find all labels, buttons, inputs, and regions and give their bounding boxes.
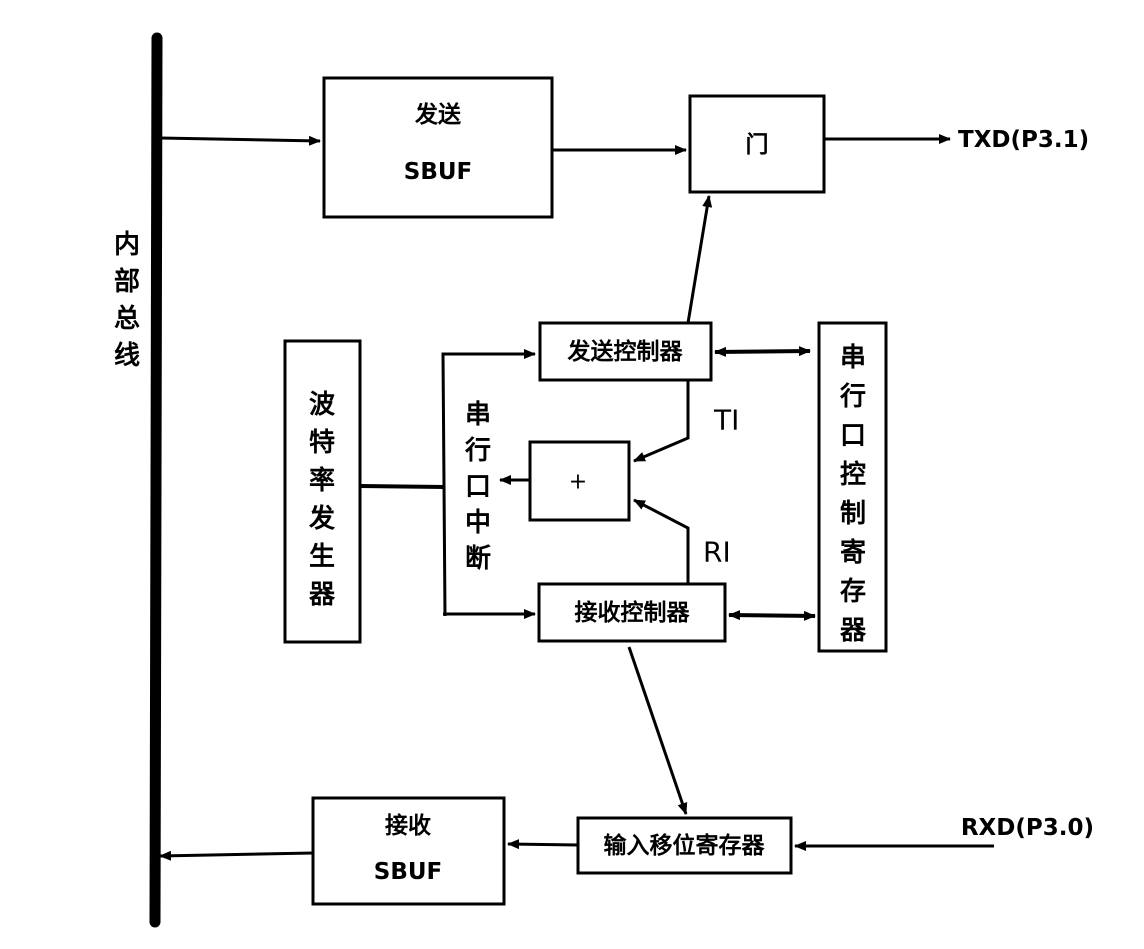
transmit-sbuf-block: 发送 SBUF bbox=[322, 76, 554, 219]
receive-sbuf-block: 接收 SBUF bbox=[311, 796, 506, 906]
transmit-sbuf-line1: 发送 bbox=[414, 101, 461, 128]
svg-text:器: 器 bbox=[308, 580, 336, 610]
svg-text:特: 特 bbox=[309, 427, 335, 458]
receive-sbuf-line1: 接收 bbox=[385, 812, 431, 839]
receive-sbuf-to-bus-arrow bbox=[159, 850, 314, 861]
ti-signal-arrow bbox=[633, 380, 690, 463]
svg-text:口: 口 bbox=[840, 421, 866, 451]
svg-text:制: 制 bbox=[840, 499, 866, 529]
input-shift-register-label: 输入移位寄存器 bbox=[604, 832, 766, 859]
svg-text:生: 生 bbox=[309, 542, 335, 572]
shift-register-to-receive-sbuf-arrow bbox=[507, 839, 579, 850]
baud-rate-generator-block: 波 特 率 发 生 器 bbox=[283, 339, 362, 644]
receive-controller-to-shift-register-arrow bbox=[627, 646, 688, 815]
transmit-sbuf-line2: SBUF bbox=[404, 159, 472, 185]
svg-text:器: 器 bbox=[839, 616, 867, 646]
txd-pin-label: TXD(P3.1) bbox=[958, 127, 1089, 153]
serial-interrupt-label: 串 行 口 中 断 bbox=[464, 400, 491, 574]
receive-controller-label: 接收控制器 bbox=[575, 599, 691, 626]
internal-bus-label: 内 部 总 线 bbox=[114, 230, 140, 371]
transmit-controller-block: 发送控制器 bbox=[538, 321, 713, 382]
input-shift-register-block: 输入移位寄存器 bbox=[576, 816, 793, 875]
receive-controller-scon-bidirectional-arrow bbox=[728, 610, 816, 621]
svg-text:内: 内 bbox=[114, 230, 140, 260]
gate-block: 门 bbox=[688, 94, 826, 194]
transmit-controller-label: 发送控制器 bbox=[567, 338, 684, 365]
bus-to-transmit-sbuf-arrow bbox=[159, 135, 321, 146]
receive-controller-block: 接收控制器 bbox=[537, 582, 727, 643]
svg-text:串: 串 bbox=[465, 400, 491, 430]
svg-text:部: 部 bbox=[114, 267, 140, 297]
baud-rate-generator-label: 波 特 率 发 生 器 bbox=[308, 390, 336, 610]
rxd-pin-label: RXD(P3.0) bbox=[961, 815, 1094, 841]
or-gate-block: + bbox=[528, 440, 631, 522]
svg-text:断: 断 bbox=[465, 543, 491, 574]
internal-bus bbox=[149, 32, 163, 928]
svg-text:总: 总 bbox=[114, 304, 140, 334]
transmit-controller-scon-bidirectional-arrow bbox=[714, 346, 811, 357]
svg-text:寄: 寄 bbox=[840, 537, 866, 568]
baud-to-transmit-controller-arrow bbox=[441, 349, 536, 617]
ri-label: RI bbox=[703, 536, 731, 569]
svg-text:控: 控 bbox=[840, 460, 866, 490]
baud-output-line bbox=[359, 484, 446, 489]
serial-control-register-block: 串 行 口 控 制 寄 存 器 bbox=[817, 321, 888, 653]
gate-label: 门 bbox=[746, 131, 769, 158]
or-gate-label: + bbox=[569, 470, 587, 495]
ti-label: TI bbox=[713, 404, 739, 437]
svg-text:线: 线 bbox=[114, 341, 140, 371]
transmit-controller-to-gate-arrow bbox=[686, 195, 713, 324]
svg-text:口: 口 bbox=[465, 472, 491, 502]
svg-text:存: 存 bbox=[840, 577, 866, 607]
svg-text:行: 行 bbox=[839, 381, 866, 412]
svg-text:波: 波 bbox=[309, 390, 336, 420]
svg-text:串: 串 bbox=[840, 343, 866, 373]
svg-text:发: 发 bbox=[308, 503, 335, 534]
svg-text:中: 中 bbox=[465, 508, 491, 538]
serial-control-register-label: 串 行 口 控 制 寄 存 器 bbox=[839, 343, 867, 646]
svg-text:行: 行 bbox=[464, 435, 491, 466]
svg-text:率: 率 bbox=[309, 465, 335, 496]
receive-sbuf-line2: SBUF bbox=[374, 859, 442, 885]
ri-signal-arrow bbox=[633, 498, 690, 584]
